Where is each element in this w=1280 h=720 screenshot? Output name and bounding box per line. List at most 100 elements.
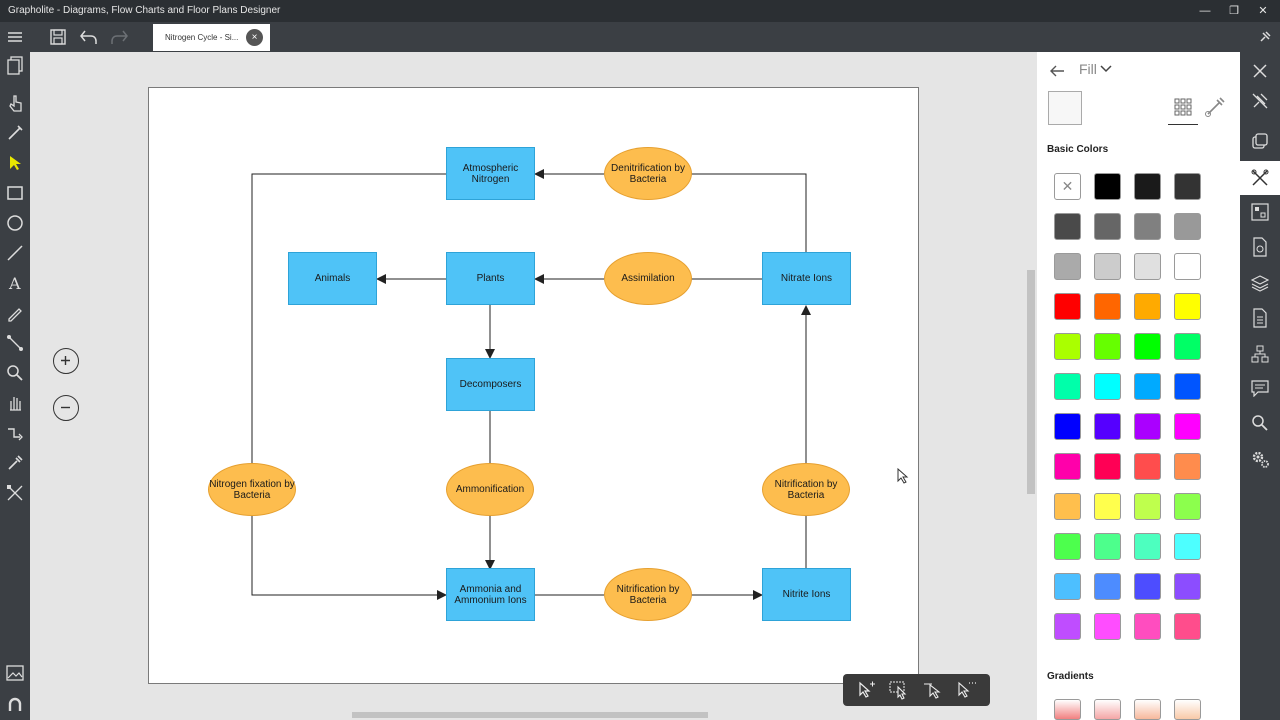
pen-icon[interactable] (3, 121, 27, 145)
color-swatch[interactable] (1094, 293, 1121, 320)
color-swatch[interactable] (1174, 293, 1201, 320)
color-swatch[interactable] (1174, 493, 1201, 520)
properties-tools-icon[interactable] (1240, 161, 1280, 195)
gradient-swatch[interactable] (1094, 699, 1121, 720)
color-swatch[interactable] (1174, 333, 1201, 360)
color-swatch[interactable] (1174, 373, 1201, 400)
color-swatch[interactable] (1094, 213, 1121, 240)
color-swatch[interactable] (1174, 413, 1201, 440)
color-swatch[interactable] (1134, 213, 1161, 240)
node-nitrate-ions[interactable]: Nitrate Ions (762, 252, 851, 305)
node-nitrite-ions[interactable]: Nitrite Ions (762, 568, 851, 621)
more-select-icon[interactable] (955, 680, 977, 700)
color-swatch[interactable] (1094, 573, 1121, 600)
zoom-tool-icon[interactable] (3, 361, 27, 385)
redo-icon[interactable] (106, 25, 132, 49)
chevron-down-icon[interactable] (1100, 64, 1112, 74)
back-arrow-icon[interactable] (1049, 64, 1065, 78)
horizontal-scrollbar[interactable] (352, 712, 708, 718)
node-denitrification[interactable]: Denitrification by Bacteria (604, 147, 692, 200)
pages-icon[interactable] (3, 54, 27, 78)
eyedropper-icon[interactable] (3, 451, 27, 475)
node-ammonification[interactable]: Ammonification (446, 463, 534, 516)
color-picker-icon[interactable] (1204, 96, 1226, 118)
image-icon[interactable] (3, 661, 27, 685)
color-swatch[interactable] (1094, 333, 1121, 360)
node-assimilation[interactable]: Assimilation (604, 252, 692, 305)
save-icon[interactable] (45, 25, 71, 49)
color-swatch[interactable] (1174, 533, 1201, 560)
color-swatch[interactable] (1134, 453, 1161, 480)
lasso-select-icon[interactable] (922, 680, 944, 700)
maximize-button[interactable]: ❐ (1229, 5, 1239, 17)
color-swatch[interactable] (1094, 493, 1121, 520)
node-nitrification-lower[interactable]: Nitrification by Bacteria (604, 568, 692, 621)
add-select-icon[interactable] (855, 680, 877, 700)
color-swatch[interactable] (1174, 613, 1201, 640)
color-swatch[interactable] (1054, 573, 1081, 600)
tab-nitrogen-cycle[interactable]: Nitrogen Cycle - Si... × (153, 24, 270, 51)
arrange-icon[interactable] (1247, 199, 1273, 225)
hamburger-menu-icon[interactable] (2, 25, 28, 49)
node-nitrogen-fixation[interactable]: Nitrogen fixation by Bacteria (208, 463, 296, 516)
color-swatch[interactable] (1054, 413, 1081, 440)
color-swatch[interactable] (1174, 253, 1201, 280)
no-fill-swatch[interactable]: ✕ (1054, 173, 1081, 200)
color-swatch[interactable] (1134, 533, 1161, 560)
hierarchy-icon[interactable] (1247, 341, 1273, 367)
touch-select-icon[interactable] (3, 91, 27, 115)
zoom-in-button[interactable] (53, 348, 79, 374)
color-swatch[interactable] (1054, 533, 1081, 560)
color-swatch[interactable] (1094, 173, 1121, 200)
diagram-canvas[interactable]: Atmospheric Nitrogen Denitrification by … (148, 87, 919, 684)
close-panel-icon[interactable] (1247, 58, 1273, 84)
color-swatch[interactable] (1134, 333, 1161, 360)
node-decomposers[interactable]: Decomposers (446, 358, 535, 411)
line-tool-icon[interactable] (3, 241, 27, 265)
color-swatch[interactable] (1134, 373, 1161, 400)
search-icon[interactable] (1247, 410, 1273, 436)
pointer-icon[interactable] (3, 151, 27, 175)
unpin-icon[interactable] (1247, 88, 1273, 114)
node-plants[interactable]: Plants (446, 252, 535, 305)
text-tool-icon[interactable]: A (3, 271, 27, 295)
color-swatch[interactable] (1094, 613, 1121, 640)
hand-pan-icon[interactable] (3, 391, 27, 415)
page-settings-icon[interactable] (1247, 305, 1273, 331)
panel-title[interactable]: Fill (1079, 61, 1097, 77)
rectangle-select-icon[interactable] (888, 680, 910, 700)
settings-gear-icon[interactable] (1247, 446, 1273, 472)
pencil-icon[interactable] (3, 301, 27, 325)
layers-icon[interactable] (1247, 270, 1273, 296)
close-button[interactable]: ✕ (1258, 5, 1268, 17)
pin-icon[interactable] (1252, 25, 1278, 49)
connector-tool-icon[interactable] (3, 331, 27, 355)
document-refresh-icon[interactable] (1247, 234, 1273, 260)
transform-tool-icon[interactable] (3, 481, 27, 505)
color-swatch[interactable] (1054, 333, 1081, 360)
gradient-swatch[interactable] (1174, 699, 1201, 720)
magnet-icon[interactable] (3, 692, 27, 716)
ellipse-tool-icon[interactable] (3, 211, 27, 235)
rectangle-tool-icon[interactable] (3, 181, 27, 205)
color-swatch[interactable] (1054, 613, 1081, 640)
color-swatch[interactable] (1174, 173, 1201, 200)
shapes-library-icon[interactable] (1247, 128, 1273, 154)
vertical-scrollbar[interactable] (1027, 270, 1035, 494)
color-swatch[interactable] (1134, 253, 1161, 280)
color-swatch[interactable] (1054, 293, 1081, 320)
color-swatch[interactable] (1094, 533, 1121, 560)
tab-close-icon[interactable]: × (246, 29, 263, 46)
comments-icon[interactable] (1247, 375, 1273, 401)
gradient-swatch[interactable] (1134, 699, 1161, 720)
node-nitrification-upper[interactable]: Nitrification by Bacteria (762, 463, 850, 516)
color-swatch[interactable] (1054, 453, 1081, 480)
color-swatch[interactable] (1134, 173, 1161, 200)
color-swatch[interactable] (1094, 253, 1121, 280)
node-atmospheric-nitrogen[interactable]: Atmospheric Nitrogen (446, 147, 535, 200)
grid-palette-icon[interactable] (1174, 98, 1192, 116)
color-swatch[interactable] (1174, 573, 1201, 600)
node-ammonia-ions[interactable]: Ammonia and Ammonium Ions (446, 568, 535, 621)
node-animals[interactable]: Animals (288, 252, 377, 305)
color-swatch[interactable] (1054, 373, 1081, 400)
